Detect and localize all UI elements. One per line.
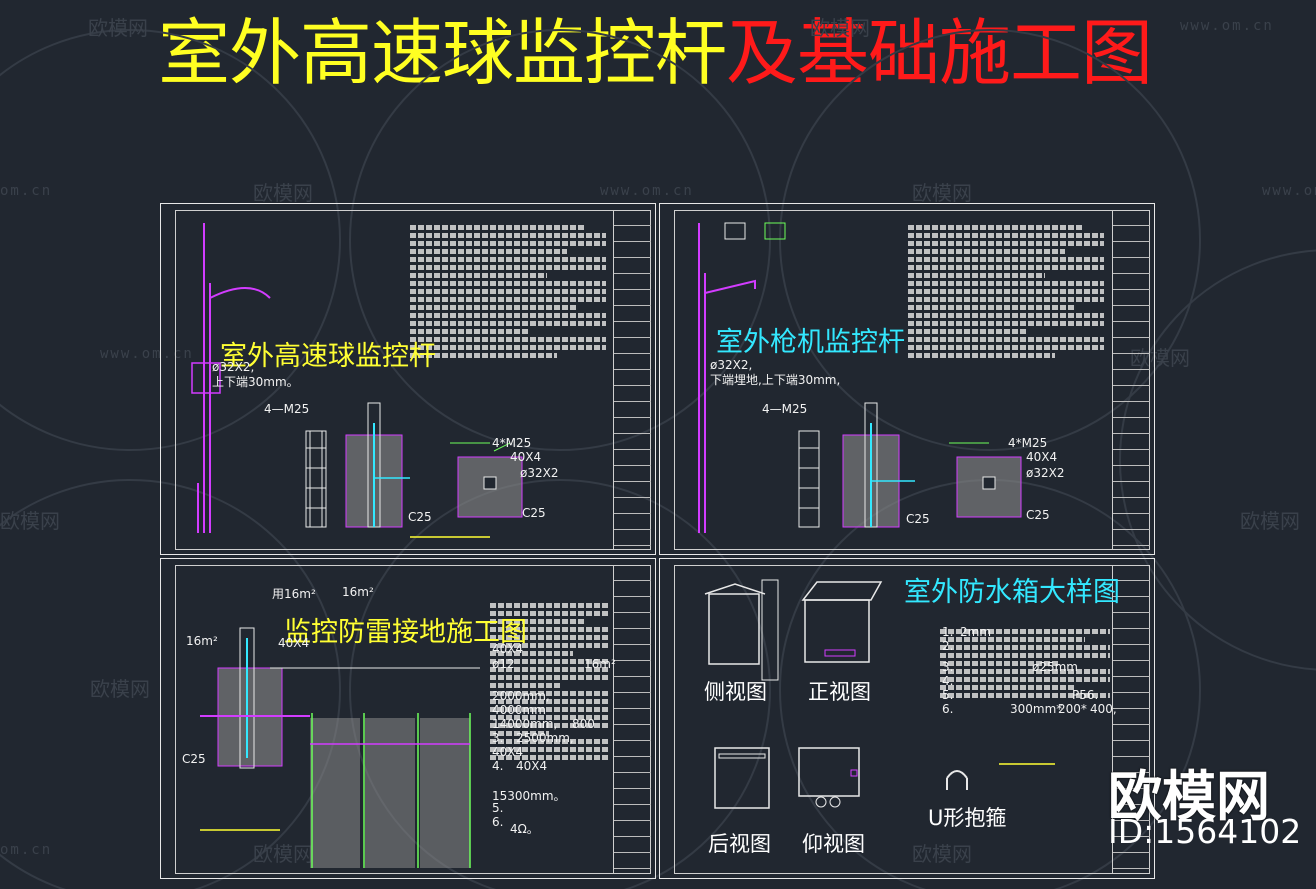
watermark-url: om.cn <box>0 842 53 858</box>
watermark-brand: 欧模网 <box>810 16 870 40</box>
sheet-top-left <box>160 203 656 555</box>
sheet-bottom-left <box>160 558 656 879</box>
title-part-red: 及基础施工图 <box>726 11 1153 95</box>
bolt-label: 4—M25 <box>264 402 310 416</box>
watermark-brand: 欧模网 <box>88 16 148 40</box>
bolt-label-2: 4*M25 <box>492 436 532 450</box>
concrete-label: C25 <box>408 510 432 524</box>
title-block <box>1112 565 1150 874</box>
watermark-url: www.om.cn <box>100 346 194 362</box>
title-part-yellow: 室外高速球监控杆 <box>158 11 727 95</box>
pole-drawing-speed-dome <box>191 223 523 538</box>
brand-logo: 欧模网 <box>1108 765 1270 828</box>
pipe-dim-label: 上下端30mm。 <box>212 375 299 389</box>
title-block <box>613 210 651 550</box>
watermark-url: www.om.cn <box>1180 18 1274 34</box>
construction-notes <box>908 222 1104 412</box>
watermark-brand: 欧模网 <box>0 509 60 533</box>
heading-speed-dome-pole: 室外高速球监控杆 <box>220 341 436 372</box>
watermark-brand: 欧模网 <box>90 677 150 701</box>
heading-bullet-camera-pole: 室外枪机监控杆 <box>716 327 905 358</box>
side-view-label: 侧视图 <box>704 680 767 704</box>
label-16m2-b: 用16m² <box>272 587 316 601</box>
heading-lightning-grounding: 监控防雷接地施工图 <box>284 617 527 648</box>
pipe-label-3: ø32X2 <box>520 466 559 480</box>
waterproof-box-notes <box>940 626 1110 736</box>
drawing-title: 室外高速球监控杆及基础施工图 <box>158 8 1158 98</box>
lightning-grounding-drawing <box>200 627 480 868</box>
concrete-label-2: C25 <box>522 506 546 520</box>
watermark-url: www.om.cn <box>600 183 694 199</box>
label-16m2-c: 16m² <box>342 585 374 599</box>
pipe-label-3: ø32X2 <box>1026 466 1065 480</box>
watermark-brand: 欧模网 <box>912 181 972 205</box>
steel-label: 40X4 <box>1026 450 1058 464</box>
watermark-brand: 欧模网 <box>253 842 313 866</box>
sheet-bottom-right <box>659 558 1155 879</box>
label-16m2: 16m² <box>186 634 218 648</box>
concrete-label: C25 <box>182 752 206 766</box>
front-view-label: 正视图 <box>808 680 871 704</box>
pipe-dim-label: 下端埋地,上下端30mm, <box>710 373 841 387</box>
u-clamp-label: U形抱箍 <box>928 806 1007 830</box>
pole-drawing-bullet-camera <box>698 222 1022 533</box>
title-block <box>1112 210 1150 550</box>
bottom-view-label: 仰视图 <box>802 832 865 856</box>
watermark-brand: 欧模网 <box>253 181 313 205</box>
back-view-label: 后视图 <box>708 832 771 856</box>
watermark-brand: 欧模网 <box>1240 509 1300 533</box>
heading-waterproof-box: 室外防水箱大样图 <box>904 577 1120 608</box>
waterproof-box-drawing <box>704 579 1055 809</box>
steel-label: 40X4 <box>510 450 542 464</box>
bolt-label: 4—M25 <box>762 402 808 416</box>
grounding-notes <box>490 600 608 840</box>
concrete-label: C25 <box>906 512 930 526</box>
title-block <box>613 565 651 874</box>
watermark-url: om.cn <box>0 183 53 199</box>
pipe-label: ø32X2, <box>710 358 753 372</box>
watermark-url: www.om.cn <box>1262 183 1316 199</box>
sheet-top-right <box>659 203 1155 555</box>
pipe-label: ø32X2, <box>212 360 255 374</box>
concrete-label-2: C25 <box>1026 508 1050 522</box>
construction-notes <box>410 222 606 412</box>
bolt-label-2: 4*M25 <box>1008 436 1048 450</box>
label-40x4: 40X4 <box>278 636 310 650</box>
watermark-brand: 欧模网 <box>912 842 972 866</box>
brand-id: ID:1564102 <box>1108 812 1302 851</box>
